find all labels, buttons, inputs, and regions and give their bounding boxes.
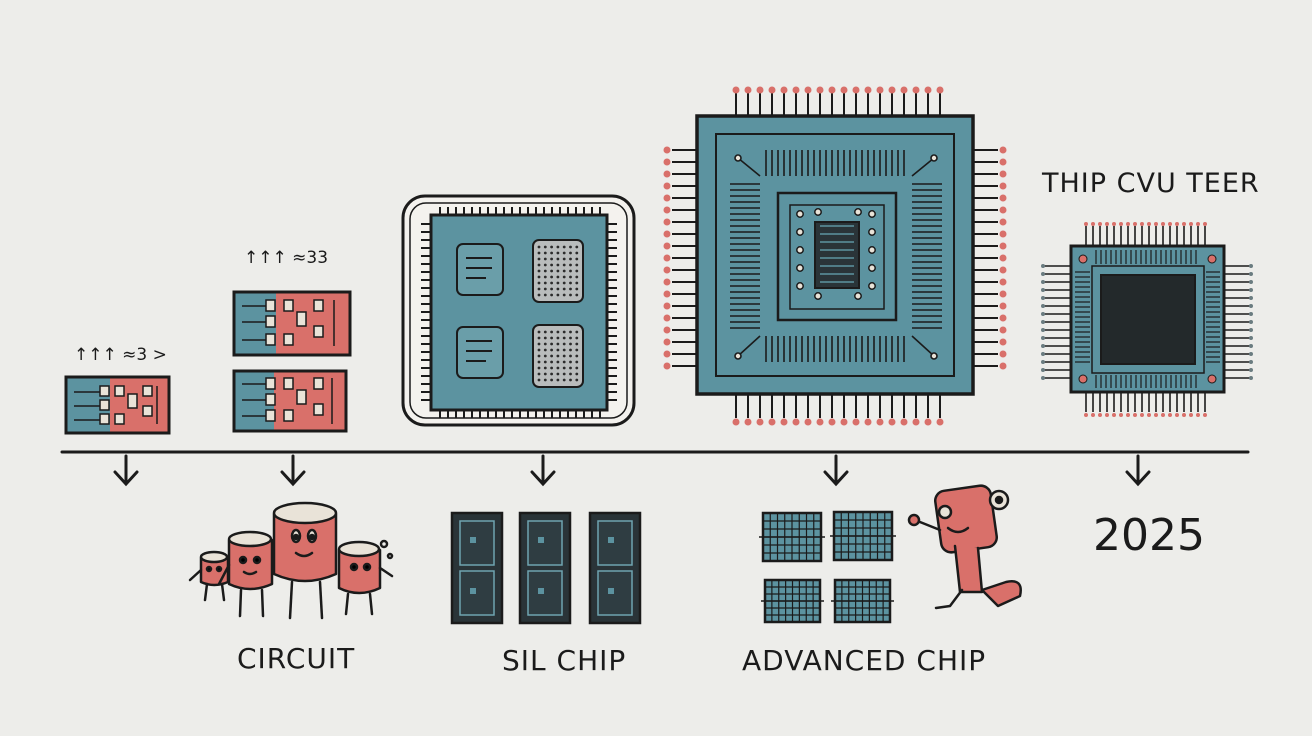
stacked-board-bottom (232, 369, 348, 433)
character-small-left (188, 550, 238, 602)
memory-modules (450, 511, 642, 625)
grid-chip-4 (831, 578, 894, 624)
chip-mascot (907, 484, 1022, 610)
memory-module-2 (518, 511, 572, 625)
grid-chip-1 (759, 511, 825, 563)
modern-chip-package (1041, 222, 1253, 417)
small-circuit-board (64, 375, 171, 435)
sil-core-grid-2 (532, 324, 584, 388)
capacitor-characters (188, 501, 394, 620)
character-tall-center (272, 501, 338, 620)
sil-core-text-2 (456, 326, 504, 379)
timeline-arrow-3 (530, 454, 556, 487)
timeline (60, 450, 1250, 487)
timeline-arrow-1 (113, 454, 139, 487)
stacked-board-scribble: ↑↑↑ ≈33 (244, 248, 329, 268)
timeline-arrow-4 (823, 454, 849, 487)
grid-chip-2 (830, 510, 896, 562)
stacked-board-top (232, 290, 352, 357)
character-medium-right (337, 539, 394, 616)
sil-chip-package (401, 194, 636, 427)
stacked-circuit-boards (232, 290, 352, 433)
memory-module-3 (588, 511, 642, 625)
timeline-arrow-2 (280, 454, 306, 487)
character-medium-left (217, 530, 274, 618)
year-label: 2025 (1093, 510, 1205, 561)
grid-chips (759, 510, 896, 624)
modern-chip-label: THIP CVU TEER (1042, 168, 1260, 199)
timeline-arrow-5 (1125, 454, 1151, 487)
sil-core-text-1 (456, 243, 504, 296)
advanced-chip-package (663, 86, 1007, 426)
sil-core-grid-1 (532, 239, 584, 303)
advanced-chip-label: ADVANCED CHIP (742, 644, 987, 677)
memory-module-1 (450, 511, 504, 625)
circuit-label: CIRCUIT (237, 642, 356, 675)
grid-chip-3 (761, 578, 824, 624)
small-board-scribble: ↑↑↑ ≈3 > (74, 345, 167, 365)
sil-chip-label: SIL CHIP (502, 644, 627, 677)
